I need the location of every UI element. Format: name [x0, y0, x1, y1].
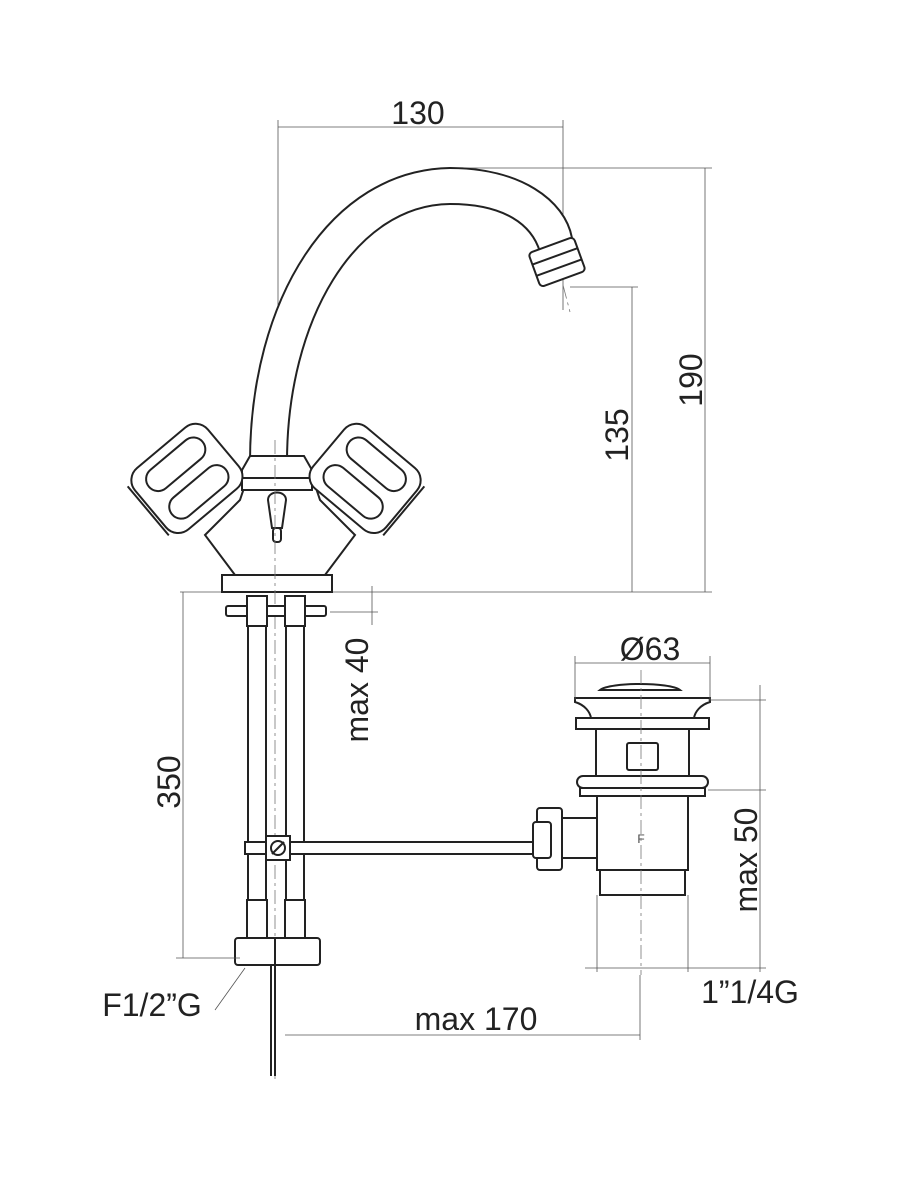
dim-label-350: 350	[151, 755, 187, 808]
drain-waste: F	[532, 670, 711, 975]
dimension-130: 130	[277, 95, 564, 460]
right-handle	[308, 422, 426, 537]
faucet-body	[203, 440, 357, 1080]
dim-label-135: 135	[599, 408, 635, 461]
spout	[248, 166, 586, 463]
dim-label-max-40: max 40	[339, 638, 375, 743]
dimension-135: 135	[570, 286, 638, 592]
dim-label-hose-connection: F1/2”G	[102, 987, 202, 1023]
leader-line	[214, 967, 246, 1011]
dimension-max-40: max 40	[330, 586, 378, 742]
dimension-max-170: max 170	[285, 975, 641, 1040]
dimension-350: 350	[151, 592, 240, 959]
aerator	[528, 237, 586, 287]
dim-label-max-50: max 50	[728, 808, 764, 913]
left-handle	[126, 422, 244, 537]
dimension-63: Ø63	[574, 631, 711, 700]
dim-label-63: Ø63	[620, 631, 680, 667]
dim-label-max-170: max 170	[415, 1001, 538, 1037]
pop-up-rod	[244, 835, 536, 861]
dimension-max-50: max 50	[585, 685, 766, 972]
dim-label-190: 190	[673, 353, 709, 406]
supply-hoses	[225, 595, 327, 1076]
dimension-190: 190	[450, 167, 712, 592]
dim-label-130: 130	[391, 95, 444, 131]
dim-label-drain-thread: 1”1/4G	[701, 974, 799, 1010]
